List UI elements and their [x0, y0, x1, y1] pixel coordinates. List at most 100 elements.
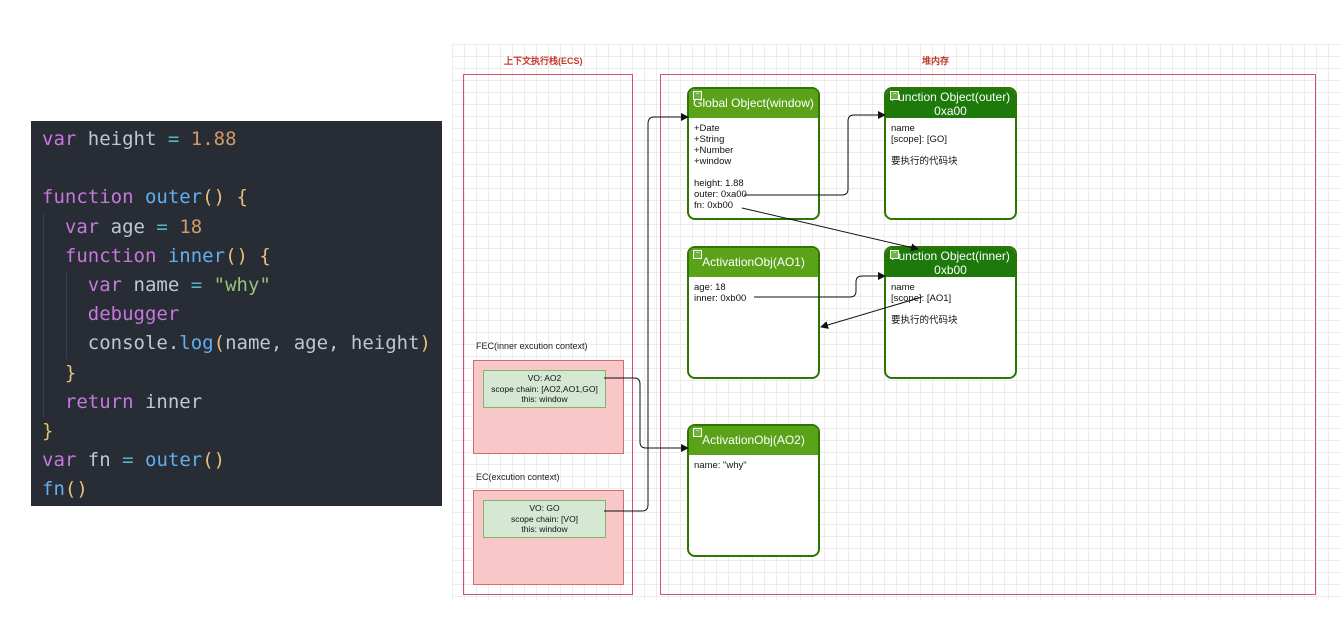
ec-scope-chain: scope chain: [VO]: [510, 513, 579, 524]
ec-this: this: window: [521, 524, 568, 534]
fec-vo: VO: AO2: [527, 373, 562, 383]
fec-scope-chain: scope chain: [AO2,AO1,GO]: [491, 383, 598, 394]
activation-object-ao1[interactable]: − ActivationObj(AO1) age: 18 inner: 0xb0…: [687, 246, 820, 379]
code-indent: [42, 362, 65, 384]
code-token: fn: [42, 478, 65, 501]
code-token: outer: [144, 186, 203, 209]
indent-guide: [65, 300, 67, 330]
code-token: debugger: [87, 303, 180, 326]
code-line: var name = "why": [42, 270, 442, 301]
ao2-header: − ActivationObj(AO2): [689, 426, 818, 455]
global-object[interactable]: − Global Object(window) +Date +String +N…: [687, 87, 820, 220]
code-token: =: [156, 215, 168, 238]
function-object-inner-body: name [scope]: [AO1] 要执行的代码块: [891, 282, 958, 326]
code-token: (): [225, 244, 248, 267]
code-token: [179, 128, 190, 150]
code-token: (): [202, 449, 226, 472]
code-token: }: [42, 419, 54, 442]
code-token: [134, 186, 145, 208]
code-token: [248, 245, 259, 267]
code-token: inner: [167, 244, 226, 267]
fec-label: FEC(inner excution context): [476, 341, 588, 351]
ao1-header: − ActivationObj(AO1): [689, 248, 818, 277]
ecs-title: 上下文执行栈(ECS): [504, 56, 583, 66]
code-token: {: [236, 186, 248, 209]
collapse-icon[interactable]: −: [890, 91, 899, 100]
code-token: (): [202, 186, 226, 209]
code-indent: [42, 216, 65, 238]
collapse-icon[interactable]: −: [890, 250, 899, 259]
code-token: {: [259, 244, 271, 267]
heap-region: [660, 74, 1316, 595]
ec-vo: VO: GO: [529, 503, 560, 513]
code-token: inner: [133, 390, 203, 413]
ao2-title: ActivationObj(AO2): [702, 433, 805, 447]
code-token: log: [179, 332, 214, 355]
code-token: var: [87, 273, 123, 296]
fec-variable-object: VO: AO2 scope chain: [AO2,AO1,GO] this: …: [483, 370, 606, 408]
diagram-canvas: 上下文执行栈(ECS) 堆内存 FEC(inner excution conte…: [452, 44, 1340, 600]
global-object-title: Global Object(window): [693, 96, 814, 110]
indent-guide: [43, 270, 44, 301]
ec-variable-object: VO: GO scope chain: [VO] this: window: [483, 500, 606, 538]
function-object-inner-title: Function Object(inner): [891, 249, 1010, 263]
code-line: var age = 18: [42, 212, 442, 242]
ec-label: EC(excution context): [476, 472, 560, 482]
code-token: [156, 245, 167, 267]
global-object-body: +Date +String +Number +window height: 1.…: [694, 123, 747, 211]
code-token: [168, 216, 179, 238]
code-line: console.log(name, age, height): [42, 329, 442, 359]
collapse-icon[interactable]: −: [693, 428, 702, 437]
code-token: (: [213, 332, 226, 355]
fec-this: this: window: [521, 394, 568, 404]
code-token: "why": [213, 273, 271, 296]
code-token: function: [42, 186, 134, 209]
function-object-outer-header: − Function Object(outer) 0xa00: [886, 89, 1015, 118]
function-object-inner[interactable]: − Function Object(inner) 0xb00 name [sco…: [884, 246, 1017, 379]
code-token: fn: [76, 449, 123, 472]
function-object-outer[interactable]: − Function Object(outer) 0xa00 name [sco…: [884, 87, 1017, 220]
code-token: outer: [145, 449, 203, 472]
indent-guide: [65, 270, 67, 301]
indent-guide: [43, 387, 44, 417]
indent-guide: [65, 329, 67, 359]
code-token: var: [42, 449, 77, 472]
code-indent: [42, 245, 65, 267]
ec-context: VO: GO scope chain: [VO] this: window: [473, 490, 624, 585]
function-object-outer-title: Function Object(outer): [890, 90, 1011, 104]
ao1-body: age: 18 inner: 0xb00: [694, 282, 747, 304]
code-line: var fn = outer(): [42, 446, 442, 475]
indent-guide: [43, 358, 44, 388]
code-token: age: [99, 215, 157, 238]
code-token: [202, 274, 213, 296]
arrow-scope-to-ao1: [820, 296, 923, 329]
code-token: [134, 449, 145, 471]
code-token: [225, 186, 236, 208]
code-line: return inner: [42, 387, 442, 417]
function-object-outer-body: name [scope]: [GO] 要执行的代码块: [891, 123, 958, 167]
function-object-outer-address: 0xa00: [934, 104, 967, 118]
ao1-title: ActivationObj(AO1): [702, 255, 805, 269]
function-object-inner-address: 0xb00: [934, 263, 967, 277]
code-token: 18: [179, 215, 203, 238]
collapse-icon[interactable]: −: [693, 250, 702, 259]
function-object-inner-header: − Function Object(inner) 0xb00: [886, 248, 1015, 277]
code-line: function outer() {: [42, 183, 442, 212]
arrow-fec-to-ao2: [604, 377, 689, 452]
arrow-fn-to-inner-function: [741, 207, 919, 252]
code-line: }: [42, 358, 442, 388]
heap-title: 堆内存: [922, 56, 950, 66]
code-line: var height = 1.88: [42, 125, 442, 154]
code-token: =: [167, 128, 180, 150]
arrow-ao1-inner-to-function: [754, 272, 886, 298]
indent-guide: [43, 300, 44, 330]
indent-guide: [43, 241, 44, 271]
activation-object-ao2[interactable]: − ActivationObj(AO2) name: "why": [687, 424, 820, 557]
code-token: return: [64, 390, 134, 413]
code-token: function: [64, 244, 157, 267]
collapse-icon[interactable]: −: [693, 91, 702, 100]
global-object-header: − Global Object(window): [689, 89, 818, 118]
ao2-body: name: "why": [694, 460, 747, 471]
code-token: height: [76, 128, 168, 150]
